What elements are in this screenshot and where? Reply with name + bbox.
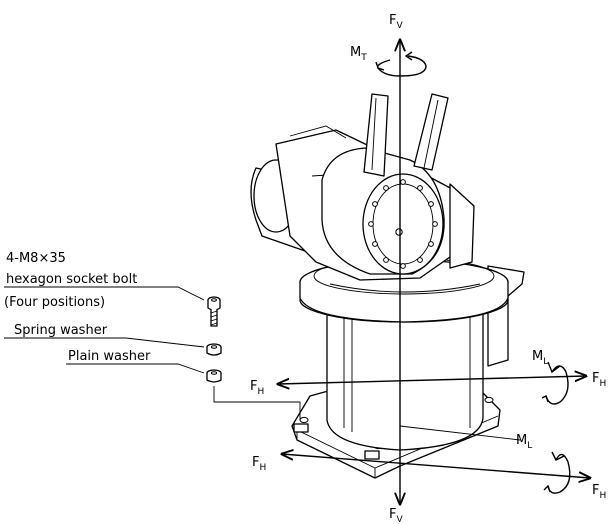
label-mt: MT xyxy=(350,45,367,63)
label-bolt-name: hexagon socket bolt xyxy=(6,272,137,287)
label-fh-left-lower: FH xyxy=(252,455,266,473)
label-ml-lower: ML xyxy=(516,433,532,451)
label-fv-bottom: FV xyxy=(389,507,403,524)
bolt-assembly xyxy=(206,296,301,420)
hexagon-socket-bolt xyxy=(207,296,221,327)
label-spring-washer: Spring washer xyxy=(14,323,108,338)
upper-arm xyxy=(363,93,449,177)
label-ml-upper: ML xyxy=(532,349,548,367)
label-fv-top: FV xyxy=(389,13,403,31)
spring-washer xyxy=(206,343,222,356)
mounting-hole xyxy=(484,396,494,404)
label-fh-right-upper: FH xyxy=(592,371,606,389)
torsion-moment-arrow xyxy=(375,51,427,77)
tilt-moment-arrow-lower xyxy=(543,451,571,494)
label-bolt-positions: (Four positions) xyxy=(4,295,105,310)
tilt-moment-arrow-upper xyxy=(541,361,569,405)
load-arrows xyxy=(278,40,590,504)
shoulder-body xyxy=(250,125,475,281)
horizontal-force-arrow-1 xyxy=(278,376,586,384)
horizontal-force-arrow-2 xyxy=(282,454,590,478)
callout-leaders xyxy=(4,286,205,374)
mounting-hole xyxy=(299,416,309,424)
label-fh-right-lower: FH xyxy=(592,483,606,501)
force-labels: FV MT FV FH FH FH FH ML ML xyxy=(250,13,606,524)
callout-labels: 4-M8×35 hexagon socket bolt (Four positi… xyxy=(4,251,151,364)
plain-washer xyxy=(206,369,222,383)
label-plain-washer: Plain washer xyxy=(68,349,151,364)
label-fh-left-upper: FH xyxy=(250,379,264,397)
label-bolt-spec: 4-M8×35 xyxy=(6,251,66,266)
